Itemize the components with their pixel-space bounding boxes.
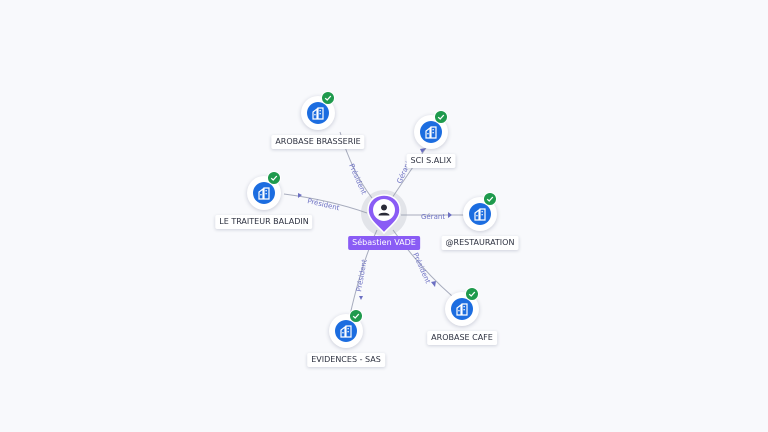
company-circle bbox=[247, 171, 281, 210]
edge-label: Président bbox=[355, 259, 369, 293]
check-icon bbox=[324, 95, 332, 101]
company-circle bbox=[463, 192, 497, 231]
person-name-label: Sébastien VADE bbox=[348, 236, 420, 250]
building-icon bbox=[258, 187, 270, 200]
company-circle bbox=[301, 91, 335, 130]
person-icon bbox=[378, 204, 390, 216]
verified-badge bbox=[349, 309, 363, 323]
company-circle bbox=[445, 287, 479, 326]
company-name-label[interactable]: @RESTAURATION bbox=[441, 236, 519, 250]
company-circle bbox=[414, 110, 448, 149]
building-icon bbox=[474, 208, 486, 221]
edge-label: Président bbox=[411, 252, 432, 285]
verified-badge bbox=[434, 110, 448, 124]
company-name-label[interactable]: SCI S.ALIX bbox=[406, 154, 456, 168]
edge-restauration: Gérant bbox=[401, 212, 464, 221]
check-icon bbox=[468, 291, 476, 297]
edge-label: Président bbox=[307, 197, 341, 212]
company-name-label[interactable]: AROBASE BRASSERIE bbox=[271, 135, 365, 149]
company-name-label[interactable]: AROBASE CAFE bbox=[427, 331, 497, 345]
building-icon bbox=[312, 107, 324, 120]
edge-traiteur-baladin: Président bbox=[283, 193, 368, 214]
person-pin-icon bbox=[367, 194, 401, 235]
check-icon bbox=[352, 313, 360, 319]
edge-label: Gérant bbox=[421, 213, 445, 221]
check-icon bbox=[486, 196, 494, 202]
company-name-label[interactable]: EVIDENCES - SAS bbox=[307, 353, 385, 367]
verified-badge bbox=[267, 171, 281, 185]
building-icon bbox=[425, 126, 437, 139]
building-icon bbox=[456, 303, 468, 316]
check-icon bbox=[270, 175, 278, 181]
edge-label: Président bbox=[347, 163, 368, 196]
verified-badge bbox=[483, 192, 497, 206]
verified-badge bbox=[465, 287, 479, 301]
check-icon bbox=[437, 114, 445, 120]
building-icon bbox=[340, 325, 352, 338]
company-circle bbox=[329, 309, 363, 348]
verified-badge bbox=[321, 91, 335, 105]
company-name-label[interactable]: LE TRAITEUR BALADIN bbox=[215, 215, 313, 229]
